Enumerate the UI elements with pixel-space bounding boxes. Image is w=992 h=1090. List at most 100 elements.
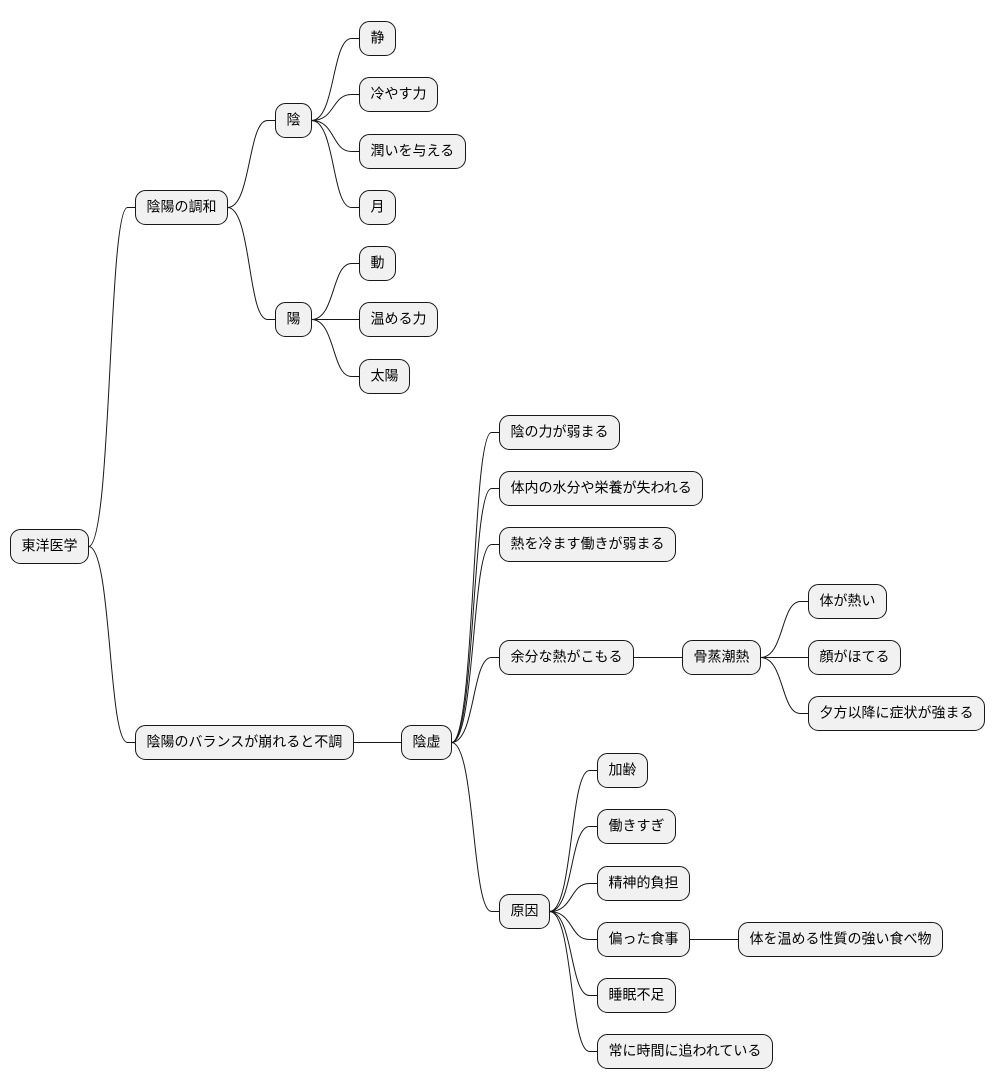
node-box: [499, 894, 550, 929]
edge-causes-to-lack-sleep: [549, 911, 598, 996]
node-box: [359, 190, 396, 225]
node-box: [597, 809, 676, 844]
node-label: 冷やす力: [371, 87, 427, 103]
node-yin-still[interactable]: 静: [359, 21, 396, 56]
node-yin-cool[interactable]: 冷やす力: [359, 77, 438, 112]
node-box: [597, 922, 690, 957]
node-box: [499, 527, 676, 562]
node-evening-worse[interactable]: 夕方以降に症状が強まる: [808, 696, 985, 731]
node-yang[interactable]: 陽: [275, 302, 312, 337]
node-box: [597, 866, 690, 901]
edge-yin-to-yin-still: [311, 38, 360, 121]
node-label: 夕方以降に症状が強まる: [820, 706, 974, 722]
node-label: 温める力: [371, 312, 427, 328]
edge-yin-deficiency-to-fluid-loss: [451, 488, 500, 743]
node-yin-moist[interactable]: 潤いを与える: [359, 134, 466, 169]
node-label: 余分な熱がこもる: [511, 649, 623, 666]
node-label: 熱を冷ます働きが弱まる: [511, 537, 665, 553]
node-label: 体が熱い: [820, 594, 876, 610]
node-label: 陰陽の調和: [147, 200, 217, 216]
node-fluid-loss[interactable]: 体内の水分や栄養が失われる: [499, 471, 703, 506]
node-overwork[interactable]: 働きすぎ: [597, 809, 676, 844]
node-label: 月: [371, 200, 385, 216]
node-label: 偏った食事: [609, 931, 679, 948]
node-box: [682, 640, 761, 675]
edge-bone-steaming-to-evening-worse: [760, 657, 809, 714]
node-yin-weak[interactable]: 陰の力が弱まる: [499, 415, 620, 450]
edge-yin-deficiency-to-yin-weak: [451, 432, 500, 743]
edge-root-to-imbalance: [88, 546, 136, 743]
edge-harmony-to-yang: [227, 207, 276, 320]
mindmap-edges: [88, 38, 809, 1052]
node-label: 睡眠不足: [609, 988, 665, 1004]
node-box: [359, 77, 438, 112]
node-yang-sun[interactable]: 太陽: [359, 359, 410, 394]
node-box: [808, 696, 985, 731]
node-box: [808, 584, 887, 619]
node-box: [808, 640, 901, 675]
node-box: [359, 302, 438, 337]
node-label: 体内の水分や栄養が失われる: [511, 480, 692, 497]
node-warming-foods[interactable]: 体を温める性質の強い食べ物: [738, 922, 943, 957]
edge-yin-to-yin-moist: [311, 120, 360, 152]
node-excess-heat[interactable]: 余分な熱がこもる: [499, 640, 634, 675]
edge-causes-to-time-pressure: [549, 911, 598, 1052]
node-label: 陰虚: [413, 735, 441, 751]
edge-yang-to-yang-sun: [311, 319, 360, 377]
node-yin-deficiency[interactable]: 陰虚: [401, 725, 452, 760]
node-cooling-weak[interactable]: 熱を冷ます働きが弱まる: [499, 527, 676, 562]
node-bone-steaming[interactable]: 骨蒸潮熱: [682, 640, 761, 675]
node-yin-moon[interactable]: 月: [359, 190, 396, 225]
node-harmony[interactable]: 陰陽の調和: [135, 190, 228, 225]
node-label: 東洋医学: [22, 539, 78, 555]
node-yin[interactable]: 陰: [275, 103, 312, 138]
node-face-flush[interactable]: 顔がほてる: [808, 640, 901, 675]
node-lack-sleep[interactable]: 睡眠不足: [597, 978, 676, 1013]
node-time-pressure[interactable]: 常に時間に追われている: [597, 1034, 773, 1069]
node-box: [359, 359, 410, 394]
edge-harmony-to-yin: [227, 120, 276, 208]
node-label: 加齢: [609, 763, 637, 779]
node-label: 働きすぎ: [609, 819, 665, 835]
node-causes[interactable]: 原因: [499, 894, 550, 929]
edge-yin-to-yin-moon: [311, 120, 360, 208]
node-box: [401, 725, 452, 760]
node-body-hot[interactable]: 体が熱い: [808, 584, 887, 619]
node-label: 静: [371, 31, 385, 47]
node-label: 陰陽のバランスが崩れると不調: [147, 735, 343, 751]
node-box: [275, 103, 312, 138]
node-label: 陰の力が弱まる: [511, 425, 609, 441]
node-aging[interactable]: 加齢: [597, 753, 648, 788]
node-box: [597, 1034, 773, 1069]
edge-bone-steaming-to-body-hot: [760, 601, 809, 658]
node-yang-move[interactable]: 動: [359, 246, 396, 281]
node-unbalanced-diet[interactable]: 偏った食事: [597, 922, 690, 957]
node-label: 太陽: [371, 369, 399, 385]
edge-causes-to-aging: [549, 770, 598, 912]
node-label: 顔がほてる: [820, 650, 890, 666]
node-label: 常に時間に追われている: [609, 1044, 762, 1060]
node-box: [10, 529, 89, 564]
node-box: [359, 134, 466, 169]
node-box: [597, 753, 648, 788]
node-box: [597, 978, 676, 1013]
node-root[interactable]: 東洋医学: [10, 529, 89, 564]
edge-yin-deficiency-to-causes: [451, 742, 500, 912]
edge-causes-to-unbalanced-diet: [549, 911, 598, 940]
node-imbalance[interactable]: 陰陽のバランスが崩れると不調: [135, 725, 354, 760]
node-mental-burden[interactable]: 精神的負担: [597, 866, 690, 901]
node-box: [499, 415, 620, 450]
node-label: 陰: [287, 113, 301, 129]
node-label: 潤いを与える: [371, 144, 455, 160]
node-box: [359, 246, 396, 281]
edge-causes-to-mental-burden: [549, 883, 598, 912]
node-box: [499, 640, 634, 675]
node-box: [499, 471, 703, 506]
node-box: [135, 190, 228, 225]
node-label: 陽: [287, 312, 301, 328]
node-label: 原因: [511, 904, 539, 920]
edge-yin-to-yin-cool: [311, 94, 360, 121]
node-yang-warm[interactable]: 温める力: [359, 302, 438, 337]
